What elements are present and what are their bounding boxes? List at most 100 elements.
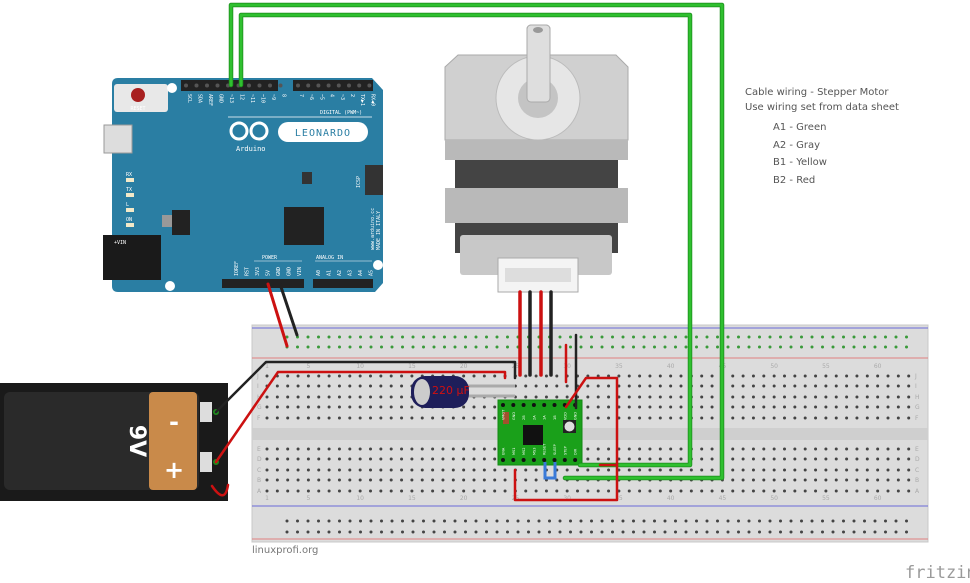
breadboard-hole[interactable] [296, 416, 300, 420]
breadboard-hole[interactable] [275, 489, 279, 493]
rail-hole[interactable] [684, 335, 688, 339]
rail-hole[interactable] [905, 519, 908, 523]
breadboard-hole[interactable] [814, 384, 818, 388]
breadboard-hole[interactable] [896, 384, 900, 388]
breadboard-hole[interactable] [265, 468, 269, 472]
rail-hole[interactable] [852, 530, 856, 534]
header-pin[interactable] [306, 83, 311, 88]
rail-hole[interactable] [789, 335, 793, 339]
breadboard-hole[interactable] [482, 374, 486, 378]
breadboard-hole[interactable] [317, 384, 321, 388]
breadboard-hole[interactable] [679, 384, 683, 388]
breadboard-hole[interactable] [337, 374, 341, 378]
breadboard-hole[interactable] [358, 489, 362, 493]
breadboard-hole[interactable] [731, 384, 735, 388]
breadboard-hole[interactable] [493, 478, 497, 482]
breadboard-hole[interactable] [275, 478, 279, 482]
breadboard-hole[interactable] [907, 468, 911, 472]
breadboard-hole[interactable] [596, 395, 600, 399]
breadboard-hole[interactable] [793, 405, 797, 409]
breadboard-hole[interactable] [286, 457, 290, 461]
breadboard-hole[interactable] [751, 489, 755, 493]
breadboard-hole[interactable] [658, 405, 662, 409]
rail-hole[interactable] [411, 345, 415, 349]
rail-hole[interactable] [821, 519, 824, 523]
breadboard-hole[interactable] [286, 405, 290, 409]
breadboard-hole[interactable] [607, 395, 611, 399]
breadboard-hole[interactable] [638, 384, 642, 388]
breadboard-hole[interactable] [451, 457, 455, 461]
breadboard-hole[interactable] [772, 447, 776, 451]
breadboard-hole[interactable] [834, 416, 838, 420]
breadboard-hole[interactable] [296, 478, 300, 482]
breadboard-hole[interactable] [751, 374, 755, 378]
breadboard-hole[interactable] [896, 405, 900, 409]
breadboard-hole[interactable] [658, 374, 662, 378]
breadboard-hole[interactable] [700, 489, 704, 493]
breadboard-hole[interactable] [607, 489, 611, 493]
rail-hole[interactable] [338, 519, 341, 523]
breadboard-hole[interactable] [845, 374, 849, 378]
rail-hole[interactable] [558, 335, 562, 339]
rail-hole[interactable] [632, 335, 635, 339]
breadboard-hole[interactable] [669, 395, 673, 399]
breadboard-hole[interactable] [555, 489, 559, 493]
breadboard-hole[interactable] [865, 457, 869, 461]
breadboard-hole[interactable] [400, 416, 404, 420]
rail-hole[interactable] [306, 335, 310, 339]
breadboard-hole[interactable] [824, 384, 828, 388]
rail-hole[interactable] [716, 519, 719, 523]
rail-hole[interactable] [674, 530, 677, 534]
rail-hole[interactable] [653, 519, 656, 523]
breadboard-hole[interactable] [772, 405, 776, 409]
breadboard-hole[interactable] [337, 384, 341, 388]
breadboard-hole[interactable] [420, 468, 424, 472]
breadboard-hole[interactable] [586, 489, 590, 493]
rail-hole[interactable] [800, 530, 803, 534]
rail-hole[interactable] [768, 519, 772, 523]
breadboard-hole[interactable] [462, 457, 466, 461]
rail-hole[interactable] [737, 335, 740, 339]
rail-hole[interactable] [611, 345, 614, 349]
breadboard-hole[interactable] [886, 457, 890, 461]
rail-hole[interactable] [905, 530, 908, 534]
breadboard-hole[interactable] [296, 468, 300, 472]
rail-hole[interactable] [369, 345, 373, 349]
breadboard-hole[interactable] [855, 468, 859, 472]
rail-hole[interactable] [600, 519, 604, 523]
breadboard-hole[interactable] [369, 478, 372, 482]
rail-hole[interactable] [506, 519, 509, 523]
breadboard-hole[interactable] [824, 457, 828, 461]
breadboard-hole[interactable] [524, 374, 528, 378]
rail-hole[interactable] [579, 530, 583, 534]
breadboard-hole[interactable] [669, 457, 673, 461]
rail-hole[interactable] [369, 519, 373, 523]
rail-hole[interactable] [863, 530, 866, 534]
breadboard-hole[interactable] [907, 478, 911, 482]
rail-hole[interactable] [432, 335, 436, 339]
breadboard-hole[interactable] [482, 478, 486, 482]
breadboard-hole[interactable] [410, 489, 414, 493]
rail-hole[interactable] [716, 345, 719, 349]
breadboard-hole[interactable] [648, 457, 652, 461]
breadboard-hole[interactable] [586, 457, 590, 461]
rail-hole[interactable] [852, 335, 856, 339]
breadboard-hole[interactable] [824, 447, 828, 451]
rail-hole[interactable] [831, 335, 835, 339]
breadboard-hole[interactable] [306, 489, 310, 493]
breadboard-hole[interactable] [896, 395, 900, 399]
breadboard-hole[interactable] [855, 416, 859, 420]
rail-hole[interactable] [380, 530, 383, 534]
rail-hole[interactable] [663, 519, 667, 523]
breadboard-hole[interactable] [865, 405, 869, 409]
rail-hole[interactable] [663, 345, 667, 349]
rail-hole[interactable] [422, 519, 425, 523]
breadboard-hole[interactable] [627, 395, 631, 399]
breadboard-hole[interactable] [638, 468, 642, 472]
breadboard-hole[interactable] [814, 374, 818, 378]
rail-hole[interactable] [474, 519, 478, 523]
rail-hole[interactable] [747, 335, 751, 339]
rail-hole[interactable] [884, 335, 887, 339]
breadboard-hole[interactable] [907, 489, 911, 493]
breadboard-hole[interactable] [896, 478, 900, 482]
